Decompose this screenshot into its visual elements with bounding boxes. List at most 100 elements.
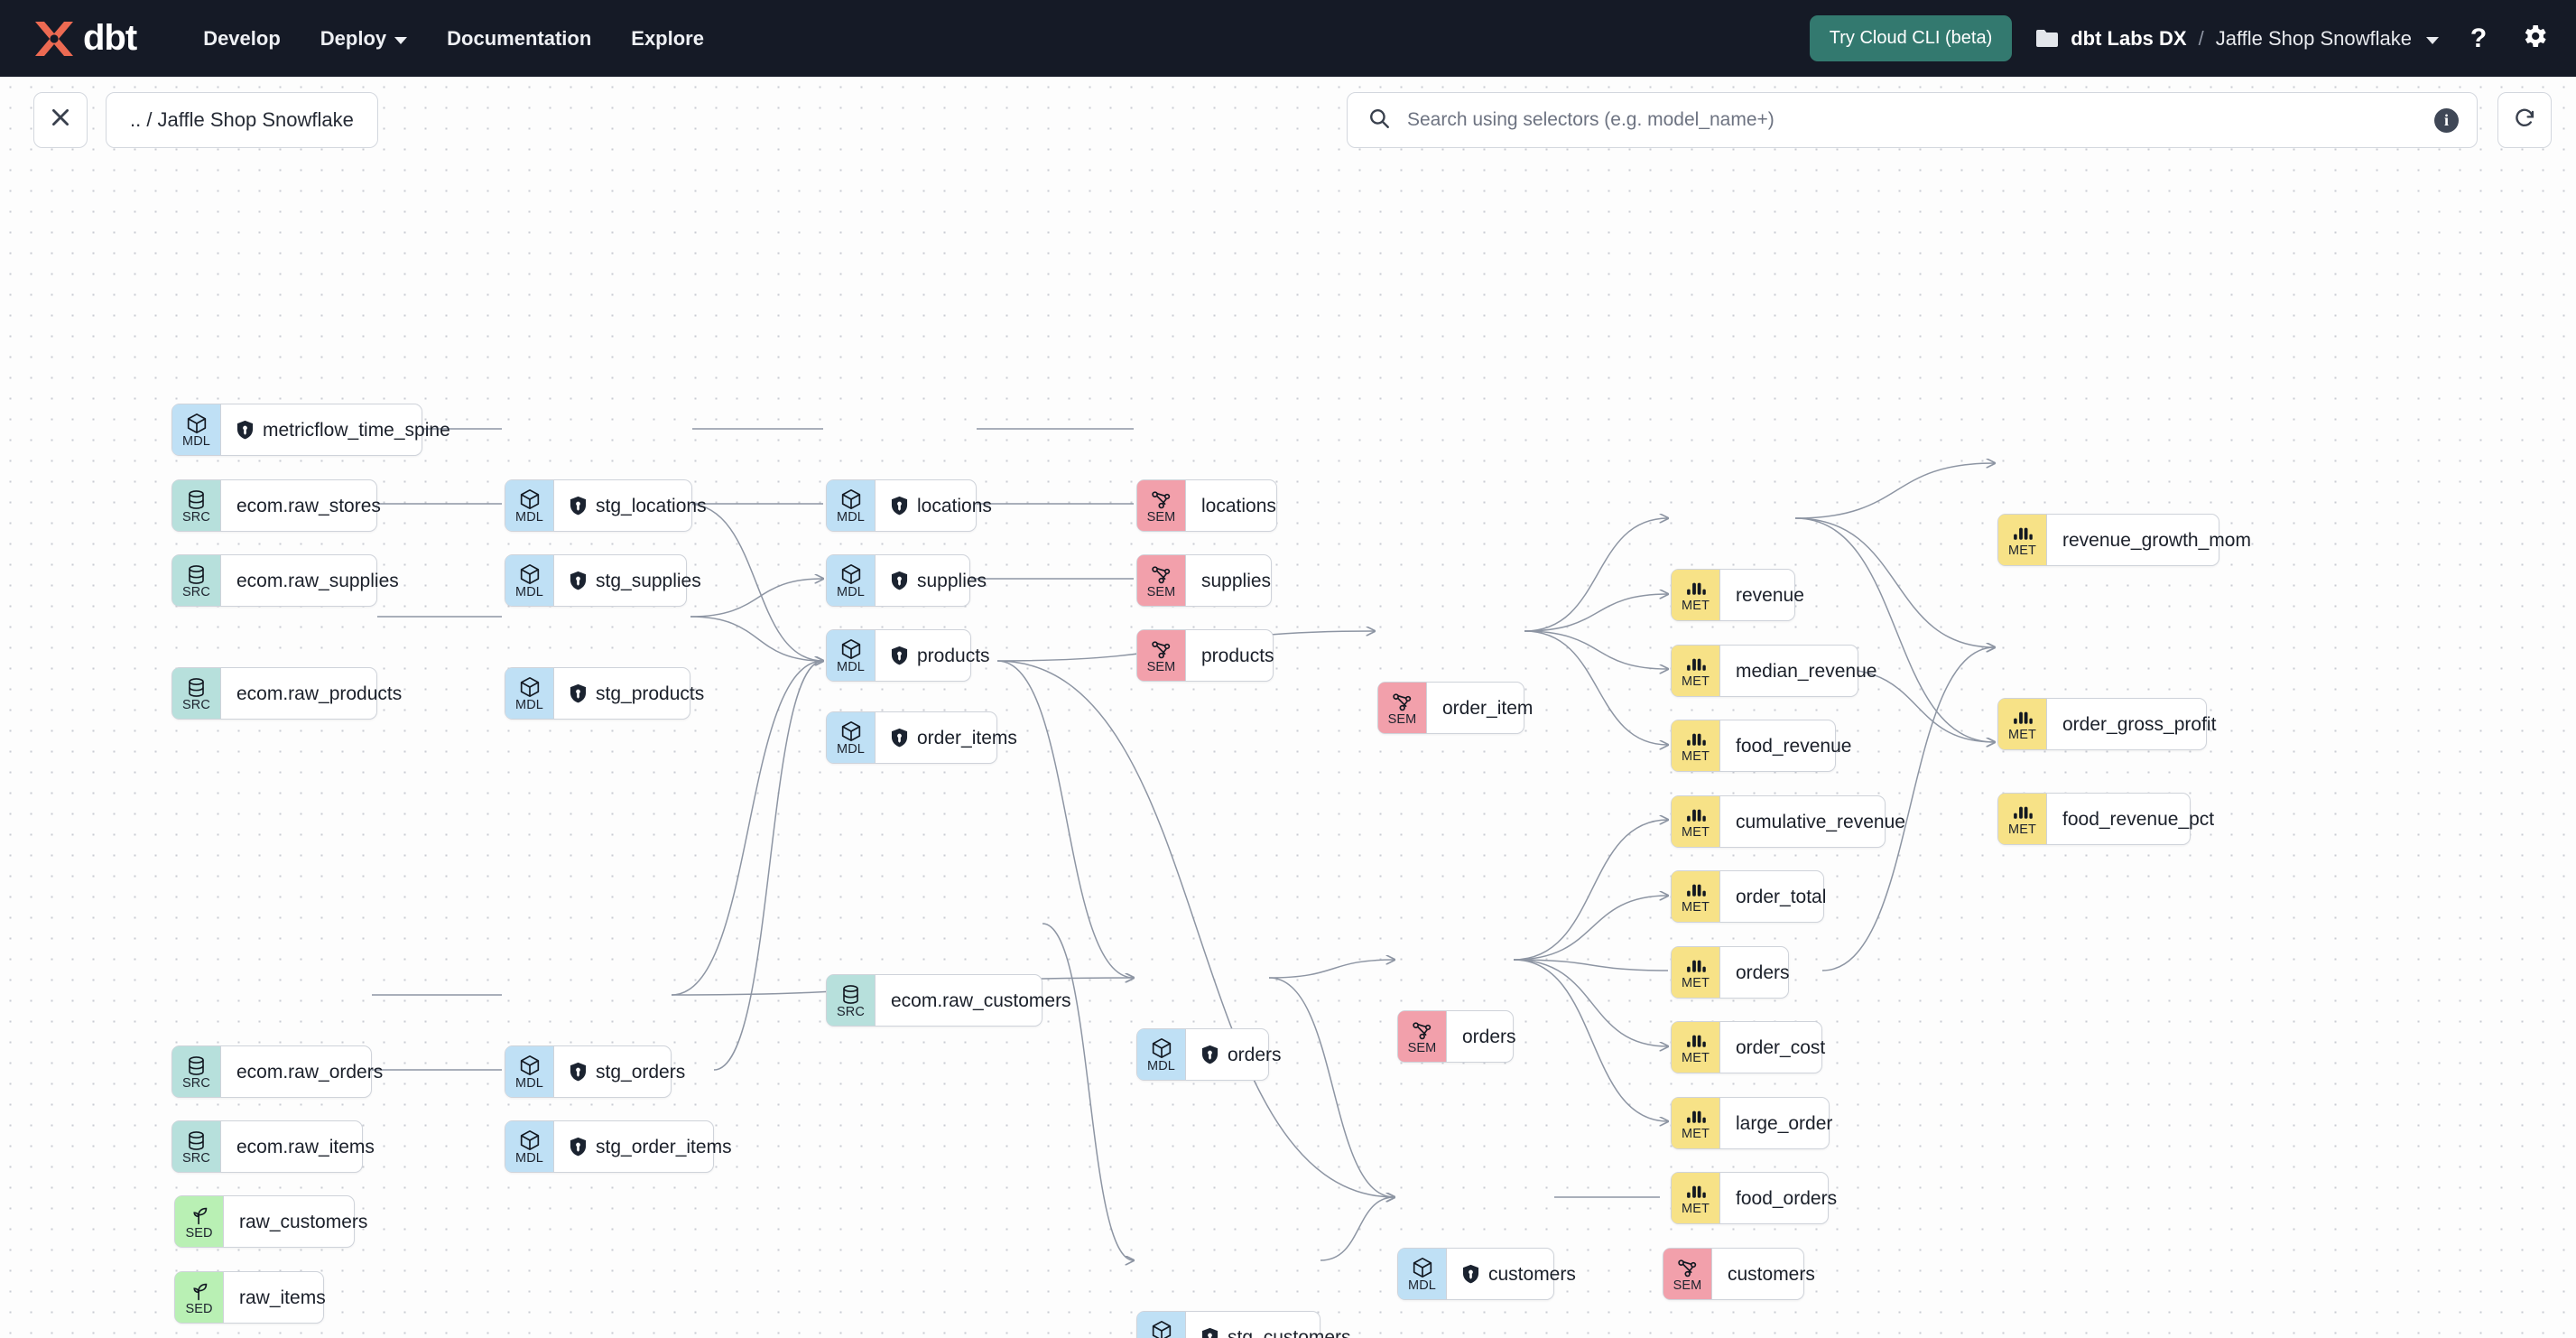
breadcrumb-org[interactable]: dbt Labs DX [2071,26,2187,50]
close-button[interactable] [33,91,88,148]
bar-chart-icon [1684,578,1707,599]
try-cloud-cli-button[interactable]: Try Cloud CLI (beta) [1809,15,2013,61]
contract-shield-icon [1462,1264,1479,1284]
node-body: orders [1447,1011,1533,1062]
graph-breadcrumb-button[interactable]: .. / Jaffle Shop Snowflake [106,91,378,148]
node-type-badge-met: MET [1672,1173,1720,1223]
nav-link-explore[interactable]: Explore [611,18,724,60]
node-type-badge-mdl: MDL [172,404,221,455]
node-type-label: SRC [182,1150,210,1166]
node-type-label: SRC [182,697,210,712]
contract-shield-icon [236,420,254,440]
node-type-label: MDL [515,510,543,525]
edge-sem_order_item-to-met_median_revenue [1524,594,1668,632]
contract-shield-icon [570,571,587,590]
node-label: products [917,645,990,666]
node-type-label: MET [1682,900,1710,915]
node-type-label: MET [1682,749,1710,765]
node-body: supplies [1186,555,1287,606]
bar-chart-icon [1684,1181,1707,1203]
chevron-down-icon[interactable] [2426,36,2439,44]
bar-chart-icon [1684,879,1707,901]
gear-icon [2520,22,2549,55]
graph-node-stg_locations[interactable]: MDL stg_locations [505,479,707,532]
edge-stg_products-to-products [690,579,823,618]
edge-met_revenue-to-met_order_gross_profit [1794,517,1995,647]
breadcrumb-project[interactable]: Jaffle Shop Snowflake [2215,26,2412,50]
search-bar[interactable]: i [1347,92,2478,148]
info-icon[interactable]: i [2434,107,2459,133]
node-body: customers [1447,1249,1592,1299]
node-body: ecom.raw_stores [221,480,397,531]
graph-node-products[interactable]: MDL products [826,629,990,682]
node-body: revenue [1720,570,1821,620]
node-type-label: SRC [182,1075,210,1091]
node-label: stg_locations [596,495,707,516]
node-type-badge-mdl: MDL [1398,1249,1447,1299]
node-type-badge-met: MET [1672,871,1720,922]
nav-link-documentation[interactable]: Documentation [427,18,611,60]
settings-button[interactable] [2518,23,2551,55]
node-type-badge-sed: SED [175,1272,224,1323]
node-type-label: MET [1682,599,1710,614]
node-label: revenue_growth_mom [2062,529,2251,551]
graph-node-raw_items[interactable]: SED raw_items [174,1271,326,1324]
node-label: median_revenue [1736,660,1877,682]
node-body: raw_customers [224,1196,384,1247]
nav-link-deploy[interactable]: Deploy [301,18,427,60]
node-graph-icon [1391,691,1413,713]
graph-node-ecom_raw_customers[interactable]: SRC ecom.raw_customers [826,974,1071,1027]
node-body: metricflow_time_spine [221,404,467,455]
node-label: ecom.raw_customers [891,990,1071,1011]
node-type-label: SEM [1673,1278,1702,1293]
nav-link-develop[interactable]: Develop [183,18,301,60]
nav-link-deploy-label: Deploy [320,26,387,50]
help-button[interactable]: ? [2462,23,2495,55]
node-type-label: SRC [837,1004,865,1019]
search-input[interactable] [1405,108,2434,132]
edge-orders_mdl-to-customers_mdl [1268,977,1395,1197]
node-type-label: MDL [837,585,865,600]
node-type-label: MDL [837,660,865,675]
node-label: raw_items [239,1287,326,1308]
node-graph-icon [1411,1019,1433,1042]
dbt-logo[interactable]: dbt [31,18,137,60]
refresh-button[interactable] [2497,92,2552,148]
